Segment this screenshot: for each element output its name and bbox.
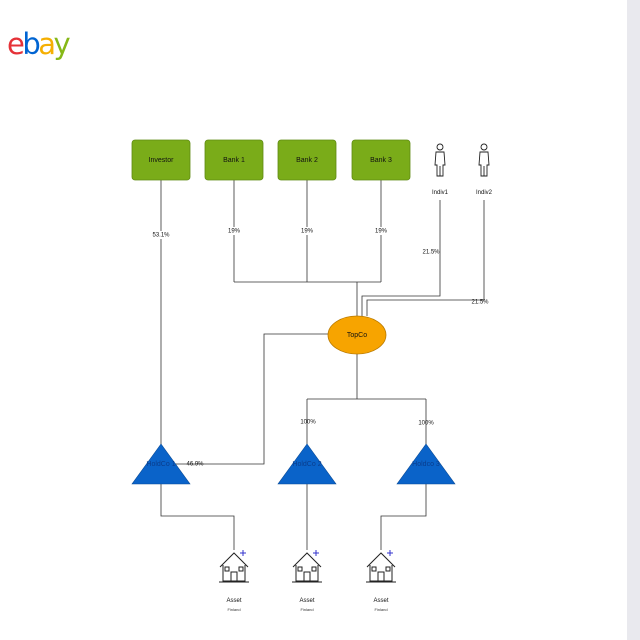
bank2-box[interactable] [277, 139, 337, 181]
edge-label-bank3: 19% [375, 229, 388, 235]
holdco3-label: Holdco 3 [412, 461, 440, 468]
person-icon[interactable] [434, 143, 446, 177]
topco-ellipse[interactable] [327, 315, 387, 355]
edge-label-investor: 53.1% [152, 233, 170, 239]
holdco2-triangle[interactable] [277, 443, 337, 485]
house-plus-icon[interactable] [219, 550, 249, 583]
investor-label: Investor [149, 157, 175, 164]
investor-box[interactable] [131, 139, 191, 181]
indiv2-label: Indiv2 [476, 190, 493, 196]
shareholder-boxes: Investor Bank 1 Bank 2 Bank 3 [131, 139, 411, 181]
connector-lines [160, 180, 485, 550]
edge-label-indiv2: 21.5% [471, 300, 489, 306]
edge-topco-holdco1 [175, 333, 328, 465]
holdco1-triangle[interactable] [131, 443, 191, 485]
logo-letter-y: y [53, 27, 71, 61]
holdco3-triangle[interactable] [396, 443, 456, 485]
bank3-label: Bank 3 [370, 157, 392, 164]
asset2-sublabel: Finland [300, 607, 313, 612]
indiv1-label: Indiv1 [432, 190, 449, 196]
logo-letter-e: e [7, 27, 25, 61]
bank2-label: Bank 2 [296, 157, 318, 164]
topco-label: TopCo [347, 332, 367, 339]
edge-label-bank2: 19% [301, 229, 314, 235]
edge-label-holdco3: 100% [418, 421, 434, 427]
house-plus-icon[interactable] [292, 550, 322, 583]
edge-label-bank1: 19% [228, 229, 241, 235]
logo-letter-a: a [38, 27, 56, 61]
asset3-sublabel: Finland [374, 607, 387, 612]
asset2-label: Asset [299, 598, 314, 604]
edge-label-holdco2: 100% [300, 420, 316, 426]
house-plus-icon[interactable] [366, 550, 396, 583]
ebay-logo[interactable]: ebay [7, 27, 71, 61]
window-right-edge [627, 0, 640, 640]
holdco1-label: HoldCo 1 [146, 461, 175, 468]
asset1-sublabel: Finland [227, 607, 240, 612]
edge-indiv2-topco [366, 200, 485, 316]
edge-holdco3-asset [380, 484, 427, 550]
bank1-box[interactable] [204, 139, 264, 181]
holdco2-label: HoldCo 2 [292, 461, 321, 468]
edge-labels: 53.1% 19% 19% 19% 21.5% 21.5% 46.9% 100%… [150, 227, 489, 468]
edge-label-indiv1: 21.5% [422, 250, 440, 256]
bank1-label: Bank 1 [223, 157, 245, 164]
asset1-label: Asset [226, 598, 241, 604]
logo-letter-b: b [22, 27, 40, 61]
edge-indiv1-topco [361, 200, 441, 316]
bank3-box[interactable] [351, 139, 411, 181]
edge-holdco1-asset [160, 484, 235, 550]
asset3-label: Asset [373, 598, 388, 604]
person-icon[interactable] [478, 143, 490, 177]
edge-label-topco-holdco1: 46.9% [186, 462, 204, 468]
